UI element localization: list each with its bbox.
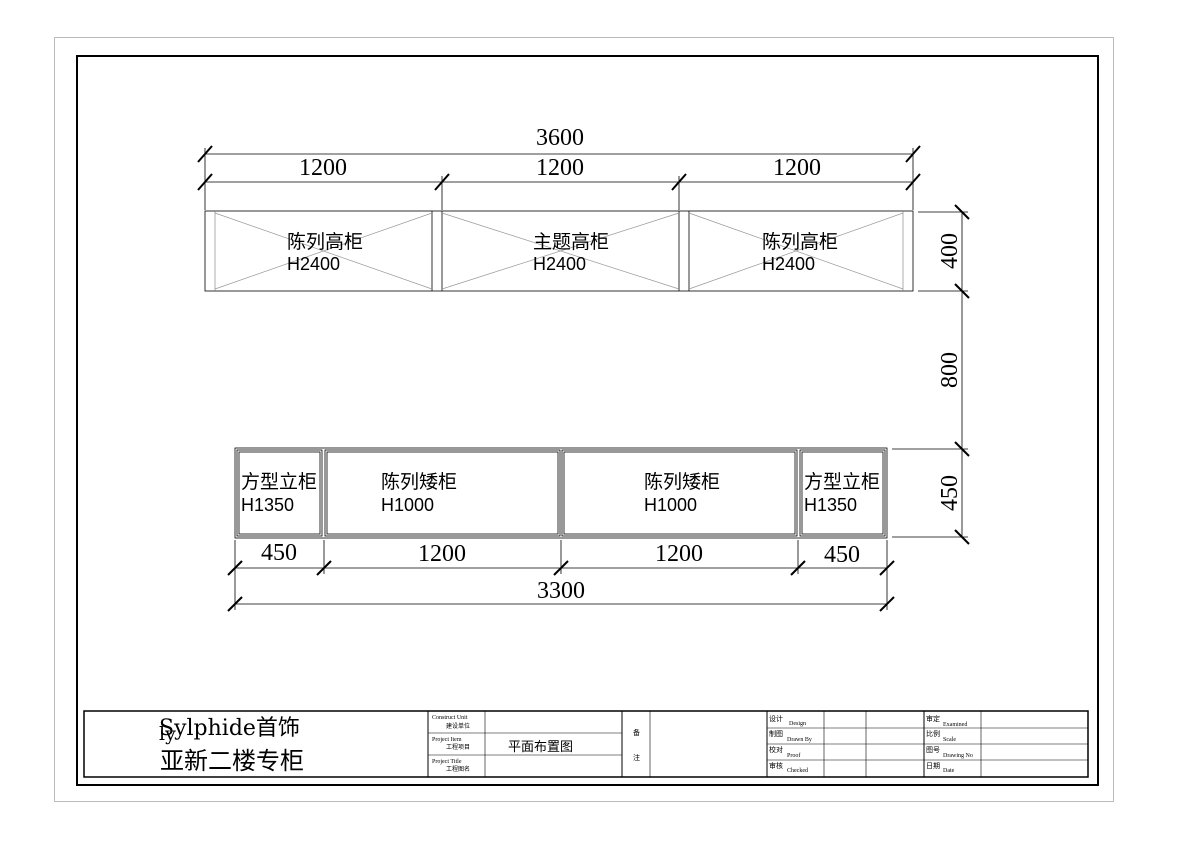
proof-label-en: Proof	[787, 752, 800, 759]
examined-label-cn: 审定	[926, 714, 940, 723]
bottom-total-dimension: 3300	[537, 578, 585, 604]
project-title-label-en: Project Title	[432, 759, 462, 765]
construct-unit-label-cn: 建设单位	[446, 722, 470, 730]
bottom-cabinet-2-height: H1000	[381, 495, 434, 515]
bottom-dimension-ticks	[227, 560, 895, 612]
sheet-outer-border	[54, 37, 1114, 802]
construct-unit-label-en: Construct Unit	[432, 715, 468, 721]
project-item-label-en: Project Item	[432, 737, 462, 743]
top-cabinet-1-name: 陈列高柜	[287, 231, 363, 253]
remark-label-2: 注	[633, 753, 640, 762]
date-label-en: Date	[943, 768, 955, 774]
drawing-frame	[76, 55, 1099, 786]
right-dimension-group	[892, 211, 968, 538]
top-cabinet-2-height: H2400	[533, 254, 586, 274]
top-total-dimension: 3600	[536, 125, 584, 151]
top-segment-dimension-1: 1200	[299, 155, 347, 181]
bottom-cabinet-2-name: 陈列矮柜	[381, 471, 457, 493]
design-label-en: Design	[789, 721, 806, 727]
bottom-cabinet-4-height: H1350	[804, 495, 857, 515]
scale-label-cn: 比例	[926, 729, 940, 738]
right-dimension-3: 450	[937, 475, 963, 511]
top-segment-dimension-3: 1200	[773, 155, 821, 181]
bottom-cabinet-row	[234, 447, 888, 539]
project-title-label-cn: 工程图名	[446, 765, 470, 773]
top-cabinet-row	[204, 210, 914, 292]
drawing-title: 平面布置图	[508, 740, 573, 755]
checked-label-en: Checked	[787, 768, 808, 774]
drawing-no-label-cn: 图号	[926, 746, 940, 754]
examined-label-en: Examined	[943, 722, 967, 728]
bottom-segment-dimension-2: 1200	[418, 541, 466, 567]
checked-label-cn: 审核	[769, 761, 783, 770]
drawing-no-label-en: Drawing No	[943, 753, 973, 759]
remark-label-1: 备	[633, 728, 640, 737]
project-name-line1-overlay: ly	[159, 723, 176, 745]
bottom-cabinet-1-height: H1350	[241, 495, 294, 515]
bottom-cabinet-4-name: 方型立柜	[804, 471, 880, 493]
drawn-label-en: Drawn By	[787, 737, 812, 743]
right-dimension-ticks	[954, 204, 970, 545]
right-dimension-2: 800	[937, 352, 963, 388]
top-cabinet-3-height: H2400	[762, 254, 815, 274]
top-cabinet-1-height: H2400	[287, 254, 340, 274]
project-name-line1: Sylphide首饰	[159, 716, 300, 741]
bottom-cabinet-3-name: 陈列矮柜	[644, 471, 720, 493]
date-label-cn: 日期	[926, 762, 940, 770]
project-item-label-cn: 工程项目	[446, 743, 470, 751]
scale-label-en: Scale	[943, 737, 956, 743]
bottom-segment-dimension-1: 450	[261, 540, 297, 566]
bottom-segment-dimension-3: 1200	[655, 541, 703, 567]
top-segment-dimension-2: 1200	[536, 155, 584, 181]
top-dimension-ticks	[197, 145, 921, 191]
top-cabinet-2-name: 主题高柜	[533, 231, 609, 253]
top-cabinet-3-name: 陈列高柜	[762, 231, 838, 253]
right-dimension-1: 400	[937, 233, 963, 269]
drawn-label-cn: 制图	[769, 729, 783, 738]
project-name-line2: 亚新二楼专柜	[160, 747, 304, 775]
proof-label-cn: 校对	[769, 745, 783, 754]
design-label-cn: 设计	[769, 714, 783, 723]
bottom-cabinet-1-name: 方型立柜	[241, 471, 317, 493]
bottom-segment-dimension-4: 450	[824, 542, 860, 568]
bottom-cabinet-3-height: H1000	[644, 495, 697, 515]
title-block	[83, 710, 1089, 778]
